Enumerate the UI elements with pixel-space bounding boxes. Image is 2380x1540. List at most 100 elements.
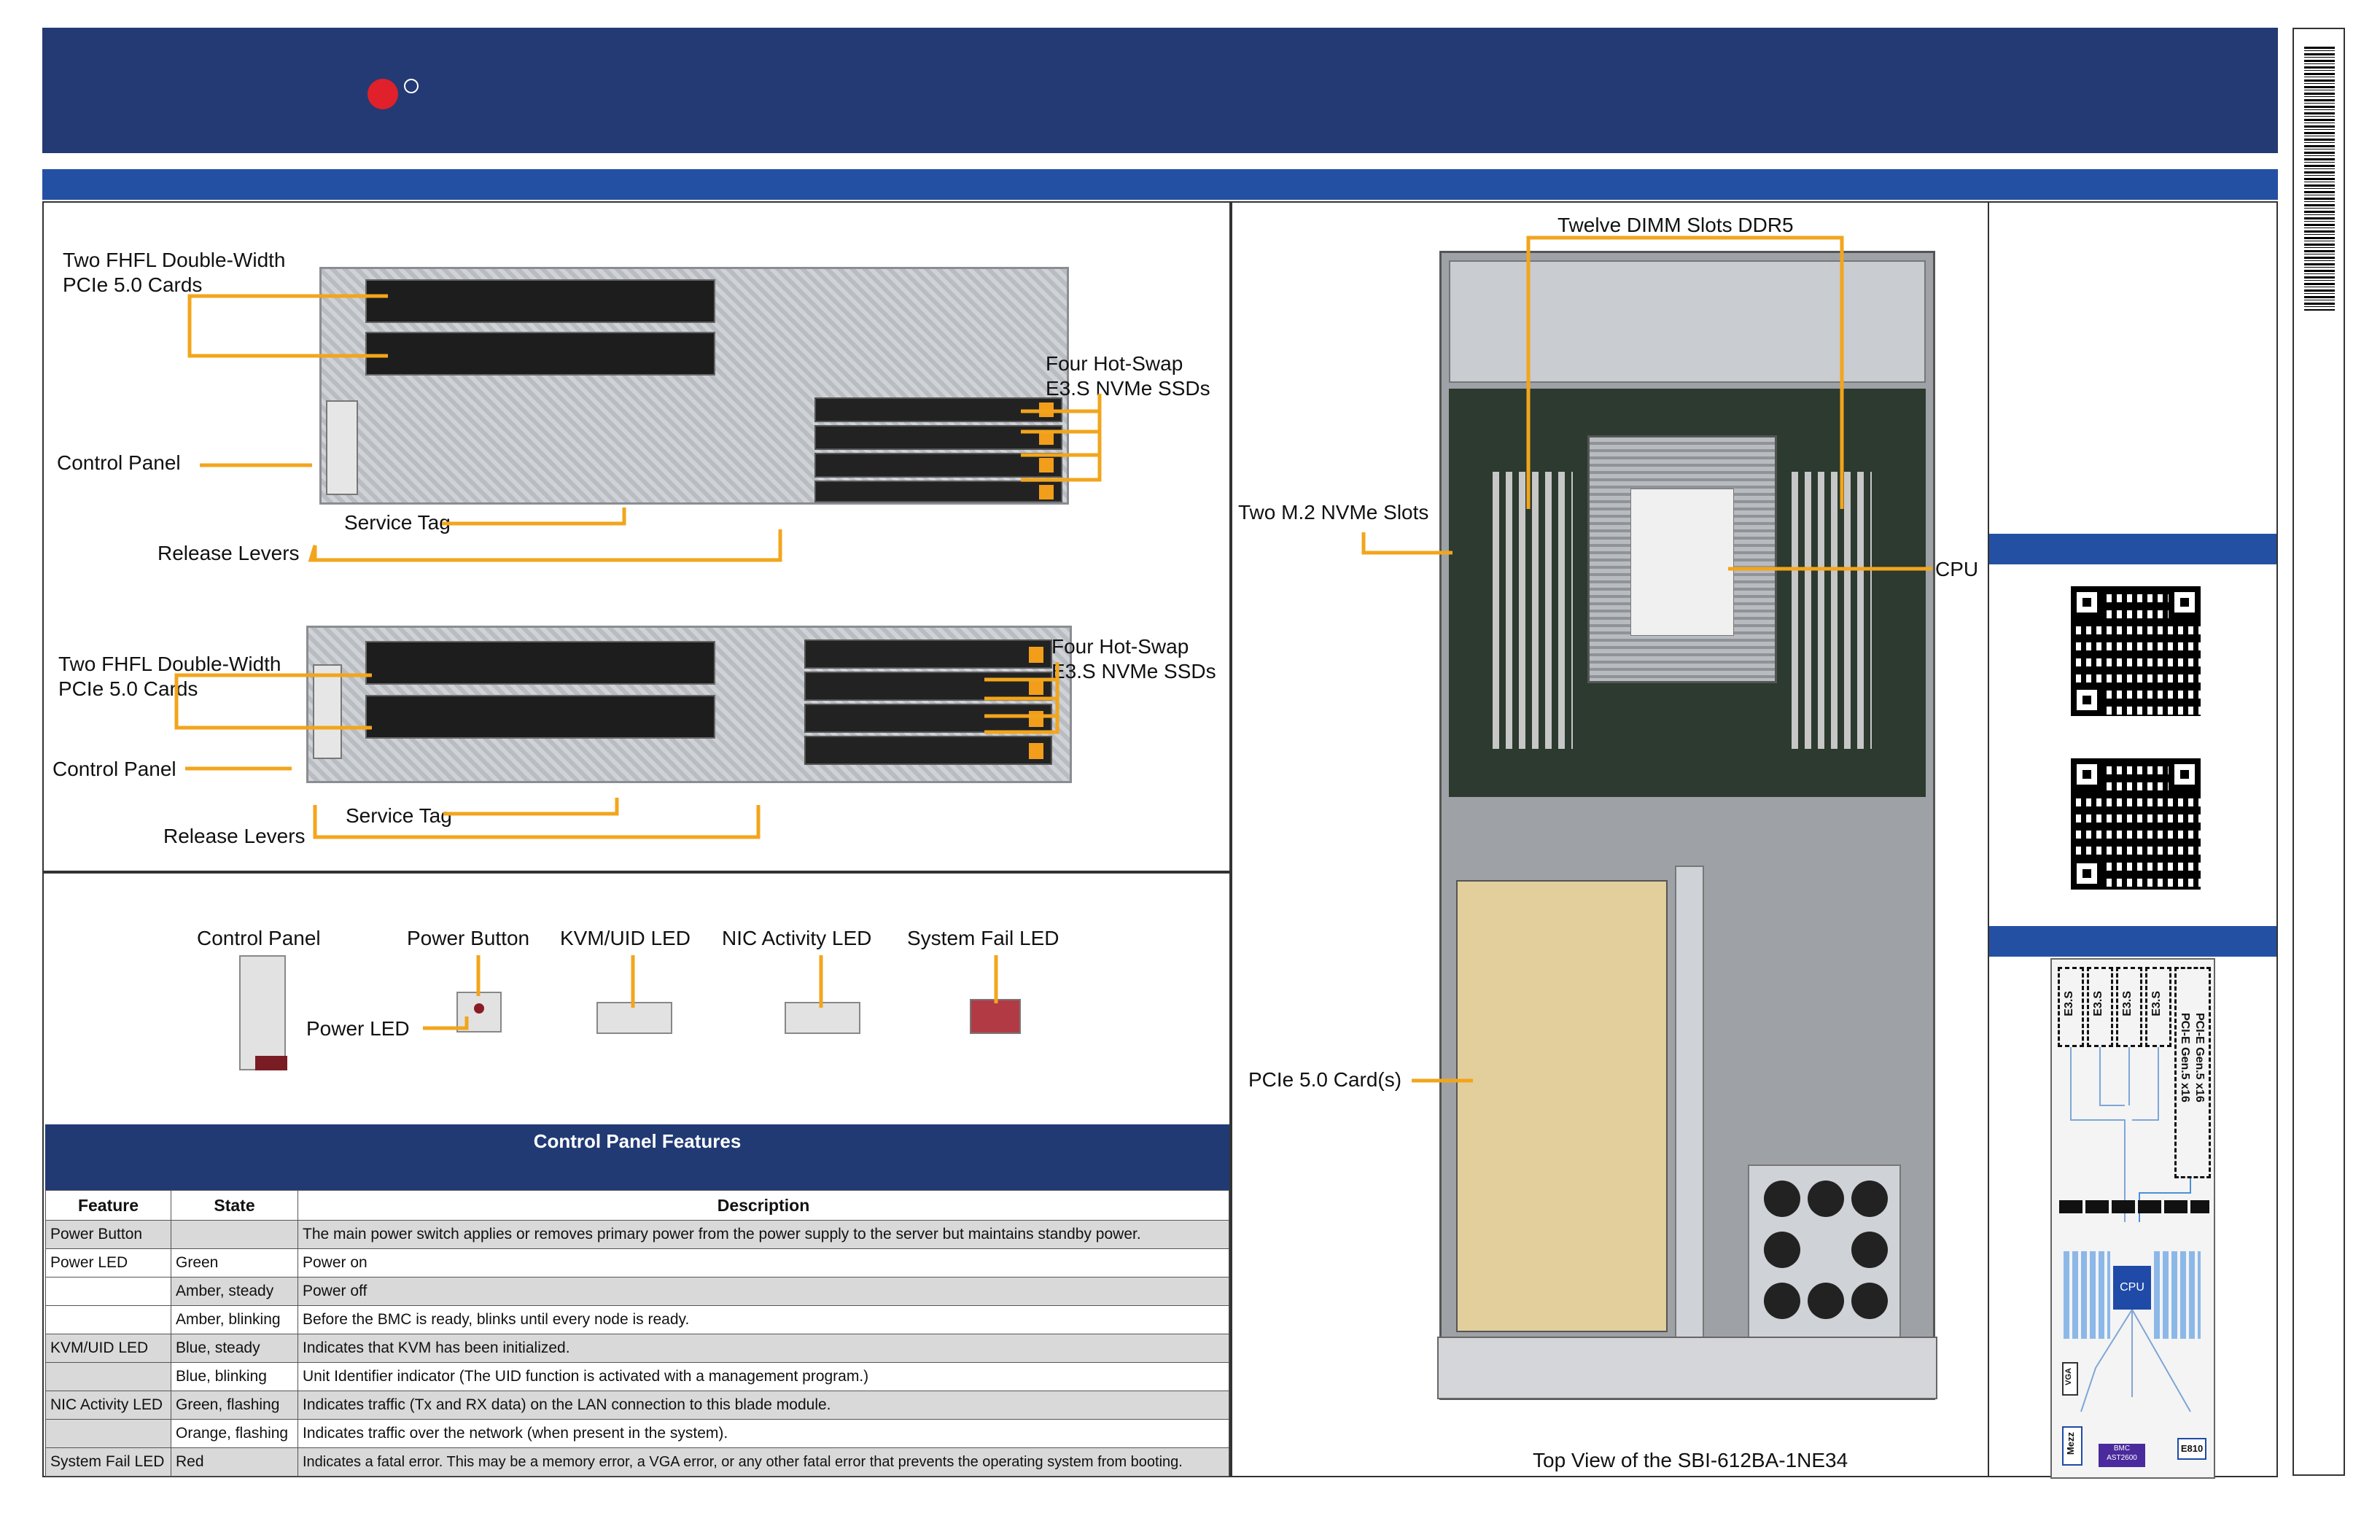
dimm-bank-left [1493, 472, 1573, 749]
cell-state: Amber, steady [171, 1277, 298, 1306]
ssd-bay-7 [804, 704, 1052, 733]
control-panel-strip [326, 400, 358, 495]
top-view-chassis [1437, 251, 1937, 1400]
cp-control-panel-label: Control Panel [197, 927, 321, 949]
header-state: State [171, 1190, 298, 1221]
v1-release-levers-label: Release Levers [158, 542, 300, 564]
v1-ssd-label: Four Hot-Swap E3.S NVMe SSDs [1046, 352, 1210, 400]
system-fail-photo [970, 999, 1021, 1034]
qr-code-2 [2071, 758, 2201, 890]
logo-red-dot [368, 79, 398, 109]
ssd-bay-4 [814, 481, 1062, 502]
mezz-block: Mezz [2062, 1426, 2082, 1466]
cell-state: Red [171, 1447, 298, 1477]
right-blue-bar-1 [1989, 534, 2276, 564]
riser-bracket [1675, 866, 1704, 1347]
pcie-label-2: PCI-E Gen.5 x16 [2193, 1013, 2206, 1102]
features-table-title: Control Panel Features [533, 1130, 742, 1152]
cell-state [171, 1220, 298, 1249]
rear-io [1437, 1337, 1937, 1399]
control-panel-strip-2 [313, 664, 342, 759]
barcode [2304, 47, 2335, 311]
top-header-bar [42, 28, 2278, 153]
front-callout-lines [174, 294, 1102, 839]
logo-ring [404, 79, 419, 93]
pcie-card [1456, 880, 1668, 1332]
cp-nic-activity-label: NIC Activity LED [722, 927, 872, 949]
cell-description: Indicates traffic (Tx and RX data) on th… [298, 1391, 1229, 1420]
top-view-callout-lines [1361, 236, 1932, 1083]
pcie-slot-3 [365, 641, 715, 685]
dimm-block-right [2154, 1251, 2201, 1339]
cp-kvm-uid-label: KVM/UID LED [560, 927, 691, 949]
cell-feature [45, 1277, 171, 1306]
cell-description: Indicates a fatal error. This may be a m… [298, 1447, 1229, 1477]
cell-state: Blue, steady [171, 1334, 298, 1363]
pcie-box: PCI-E Gen.5 x16 PCI-E Gen.5 x16 [2174, 967, 2211, 1178]
front-view-2-chassis [306, 626, 1072, 783]
section-bar [42, 169, 2278, 200]
right-blue-bar-2 [1989, 926, 2276, 957]
cell-description: Indicates traffic over the network (when… [298, 1419, 1229, 1448]
pcie-slot-4 [365, 695, 715, 739]
e3s-box-4: E3.S [2145, 967, 2171, 1047]
cell-state: Amber, blinking [171, 1305, 298, 1334]
cell-description: Unit Identifier indicator (The UID funct… [298, 1362, 1229, 1391]
block-diagram: E3.S E3.S E3.S E3.S PCI-E Gen.5 x16 PCI-… [2050, 958, 2215, 1479]
control-panel-section: Control Panel Power Button KVM/UID LED N… [42, 872, 1231, 1477]
v1-pcie-label: Two FHFL Double-Width PCIe 5.0 Cards [63, 249, 286, 296]
cell-state: Blue, blinking [171, 1362, 298, 1391]
fan-module [1748, 1164, 1901, 1339]
cp-callout-lines [423, 955, 998, 1030]
qr-code-1 [2071, 586, 2201, 716]
cell-description: Power off [298, 1277, 1229, 1306]
pcie-slot-1 [365, 279, 715, 323]
e3s-box-3: E3.S [2116, 967, 2142, 1047]
cell-state: Orange, flashing [171, 1419, 298, 1448]
dimm-block-left [2064, 1251, 2110, 1339]
v2-ssd-label: Four Hot-Swap E3.S NVMe SSDs [1051, 635, 1216, 682]
cell-feature: Power LED [45, 1248, 171, 1278]
v2-control-panel-label: Control Panel [52, 758, 176, 780]
tv-caption: Top View of the SBI-612BA-1NE34 [1533, 1449, 1848, 1471]
tv-m2-label: Two M.2 NVMe Slots [1238, 501, 1429, 524]
ssd-bay-2 [814, 425, 1062, 450]
v2-service-tag-label: Service Tag [346, 804, 452, 827]
cell-feature: Power Button [45, 1220, 171, 1249]
cell-feature [45, 1362, 171, 1391]
front-views-panel: Two FHFL Double-Width PCIe 5.0 Cards Fou… [42, 201, 1231, 872]
header-feature: Feature [45, 1190, 171, 1221]
control-panel-photo [239, 955, 287, 1070]
vga-block: VGA [2062, 1362, 2078, 1396]
right-column: E3.S E3.S E3.S E3.S PCI-E Gen.5 x16 PCI-… [1989, 201, 2278, 1479]
cp-power-button-label: Power Button [407, 927, 530, 949]
block-diagram-lines [2070, 1047, 2191, 1412]
top-view-panel: Twelve DIMM Slots DDR5 Two M.2 NVMe Slot… [1231, 201, 1989, 1477]
cp-system-fail-label: System Fail LED [907, 927, 1059, 949]
cpu-block: CPU [2113, 1266, 2151, 1310]
v2-pcie-label: Two FHFL Double-Width PCIe 5.0 Cards [58, 653, 281, 700]
cell-feature: System Fail LED [45, 1447, 171, 1477]
dimm-bank-right [1792, 472, 1872, 749]
e3s-box-2: E3.S [2087, 967, 2113, 1047]
vga-label: VGA [2064, 1368, 2073, 1385]
e810-block: E810 [2177, 1438, 2206, 1460]
cell-description: Indicates that KVM has been initialized. [298, 1334, 1229, 1363]
pcie-slot-2 [365, 332, 715, 376]
cpu-label-plate [1630, 489, 1734, 636]
v2-release-levers-label: Release Levers [163, 825, 306, 847]
ssd-bay-3 [814, 453, 1062, 478]
cell-feature [45, 1305, 171, 1334]
cell-state: Green, flashing [171, 1391, 298, 1420]
pcie-label-1: PCI-E Gen.5 x16 [2179, 1013, 2191, 1102]
dimm-row [2059, 1200, 2209, 1213]
e3s-box-1: E3.S [2058, 967, 2084, 1047]
